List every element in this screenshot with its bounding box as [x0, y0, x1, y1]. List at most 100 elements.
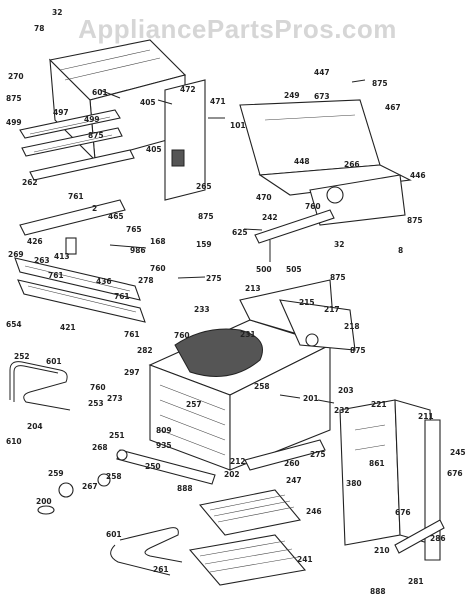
part-label-500: 500: [256, 265, 272, 274]
part-label-217: 217: [324, 305, 340, 314]
part-label-286: 286: [430, 534, 446, 543]
part-label-875b: 875: [88, 131, 104, 140]
part-label-809: 809: [156, 426, 172, 435]
part-label-268: 268: [92, 443, 108, 452]
part-label-405a: 405: [140, 98, 156, 107]
part-label-601c: 601: [106, 530, 122, 539]
part-label-472: 472: [180, 85, 196, 94]
part-label-245: 245: [450, 448, 466, 457]
bake-element-261: [110, 527, 183, 576]
part-label-278: 278: [138, 276, 154, 285]
part-label-32a: 32: [52, 8, 62, 17]
part-label-258b: 258: [106, 472, 122, 481]
part-label-270: 270: [8, 72, 24, 81]
handle-286: [394, 519, 445, 554]
part-label-275a: 275: [206, 274, 222, 283]
part-label-405b: 405: [146, 145, 162, 154]
part-label-625: 625: [232, 228, 248, 237]
side-bracket-217: [279, 299, 356, 351]
control-panel-470: [239, 99, 412, 226]
part-label-221: 221: [371, 400, 387, 409]
part-label-654: 654: [6, 320, 22, 329]
part-label-259: 259: [48, 469, 64, 478]
part-label-202: 202: [224, 470, 240, 479]
part-label-471: 471: [210, 97, 226, 106]
part-label-760a: 760: [150, 264, 166, 273]
part-label-204: 204: [27, 422, 43, 431]
part-label-421: 421: [60, 323, 76, 332]
part-label-253: 253: [88, 399, 104, 408]
part-label-275b: 275: [310, 450, 326, 459]
part-label-499b: 499: [84, 115, 100, 124]
part-label-601a: 601: [92, 88, 108, 97]
part-label-159: 159: [196, 240, 212, 249]
callout-labels: 3278270875499497499875601405472471101405…: [6, 8, 466, 596]
part-label-875d: 875: [372, 79, 388, 88]
part-label-168: 168: [150, 237, 166, 246]
part-label-888: 888: [177, 484, 193, 493]
part-label-210: 210: [374, 546, 390, 555]
part-label-448: 448: [294, 157, 310, 166]
part-label-875c: 875: [198, 212, 214, 221]
part-label-241: 241: [297, 555, 313, 564]
part-label-875g: 875: [350, 346, 366, 355]
part-label-601b: 601: [46, 357, 62, 366]
part-label-32b: 32: [334, 240, 344, 249]
part-label-761b: 761: [48, 271, 64, 280]
part-label-273: 273: [107, 394, 123, 403]
part-label-242: 242: [262, 213, 278, 222]
part-label-499a: 499: [6, 118, 22, 127]
part-label-676b: 676: [395, 508, 411, 517]
part-label-247: 247: [286, 476, 302, 485]
part-label-447: 447: [314, 68, 330, 77]
front-frame-strip: [14, 257, 146, 323]
part-label-760b: 760: [174, 331, 190, 340]
part-label-297: 297: [124, 368, 140, 377]
part-label-875f: 875: [330, 273, 346, 282]
part-label-610: 610: [6, 437, 22, 446]
part-label-505: 505: [286, 265, 302, 274]
part-label-888b: 888: [370, 587, 386, 596]
part-label-465: 465: [108, 212, 124, 221]
part-label-875e: 875: [407, 216, 423, 225]
part-label-249: 249: [284, 91, 300, 100]
part-label-250: 250: [145, 462, 161, 471]
part-label-765: 765: [126, 225, 142, 234]
part-label-218: 218: [344, 322, 360, 331]
part-label-761a: 761: [68, 192, 84, 201]
part-label-676: 676: [447, 469, 463, 478]
part-label-251: 251: [109, 431, 125, 440]
broil-pan-247: [198, 489, 302, 536]
part-label-212: 212: [230, 457, 246, 466]
bake-element-252: [9, 361, 71, 411]
part-label-935: 935: [156, 441, 172, 450]
part-label-467: 467: [385, 103, 401, 112]
door-panel-221: [339, 399, 441, 561]
part-label-269: 269: [8, 250, 24, 259]
part-label-211: 211: [418, 412, 434, 421]
part-label-213: 213: [245, 284, 261, 293]
part-label-260: 260: [284, 459, 300, 468]
part-label-875a: 875: [6, 94, 22, 103]
part-label-232: 232: [334, 406, 350, 415]
part-label-200: 200: [36, 497, 52, 506]
part-label-101: 101: [230, 121, 246, 130]
oven-cavity: [148, 279, 336, 471]
vent-strip-242: [254, 209, 335, 262]
part-label-201: 201: [303, 394, 319, 403]
kick-plate-260: [244, 439, 326, 471]
part-label-760c: 760: [90, 383, 106, 392]
vent-trim-strips: [19, 109, 135, 181]
part-label-446: 446: [410, 171, 426, 180]
part-label-203: 203: [338, 386, 354, 395]
part-label-233: 233: [194, 305, 210, 314]
part-label-263: 263: [34, 256, 50, 265]
part-label-267: 267: [82, 482, 98, 491]
part-label-262: 262: [22, 178, 38, 187]
part-label-281: 281: [408, 577, 424, 586]
part-label-252: 252: [14, 352, 30, 361]
part-label-257: 257: [186, 400, 202, 409]
part-label-413: 413: [54, 252, 70, 261]
part-label-261: 261: [153, 565, 169, 574]
